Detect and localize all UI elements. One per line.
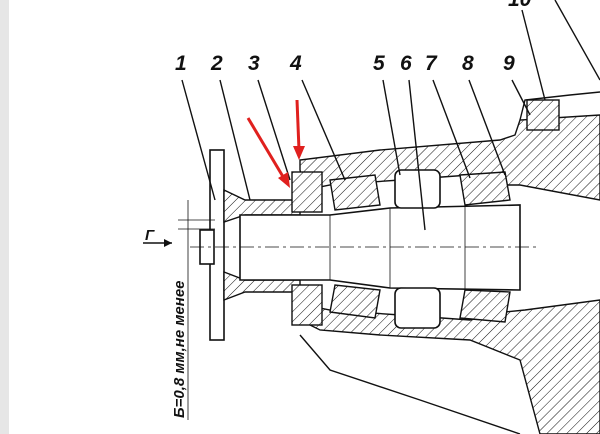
flange [199,149,301,341]
callout-4: 4 [289,52,302,75]
callout-6: 6 [400,52,412,75]
callout-3: 3 [248,52,260,75]
dimension-note: Б=0,8 мм,не менее [171,280,188,418]
callout-2: 2 [210,52,223,75]
red-arrow-icon [278,172,290,188]
view-arrow-icon [164,239,172,247]
callout-7: 7 [425,52,438,75]
callout-5: 5 [373,52,385,75]
callout-1: 1 [175,52,187,75]
red-arrow-icon [293,146,305,160]
callout-9: 9 [503,52,515,75]
shaft [190,204,540,291]
red-annotation-arrows [246,99,305,188]
left-margin-strip [0,0,9,434]
view-label: Г [145,227,155,244]
plug-9 [526,99,560,131]
callout-10: 10 [508,0,532,11]
bearings [291,169,511,329]
leader-lines [181,0,600,231]
callout-8: 8 [462,52,474,75]
